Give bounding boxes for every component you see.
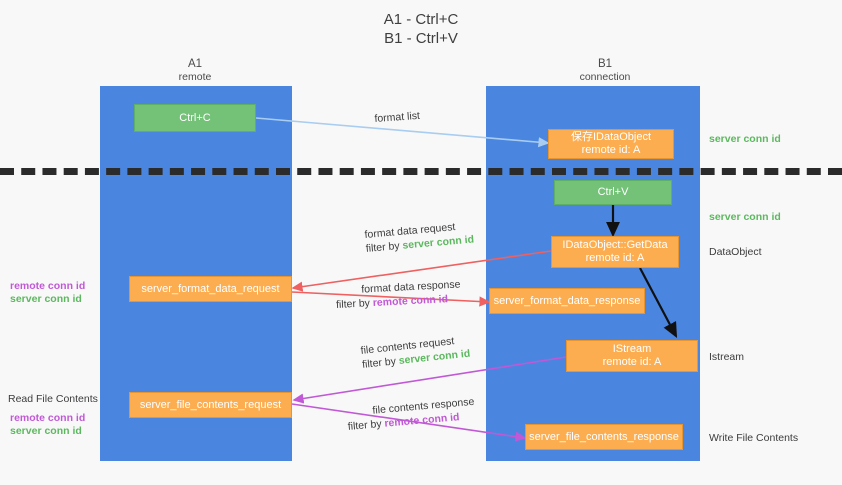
node-istream-line2: remote id: A	[602, 356, 662, 368]
note-write-file-contents: Write File Contents	[709, 432, 799, 444]
note-remote-conn-id-lower: remote conn id	[10, 412, 86, 424]
node-server-format-data-request-label: server_format_data_request	[141, 282, 280, 295]
node-server-file-contents-response[interactable]: server_file_contents_response	[525, 424, 683, 450]
note-remote-conn-id-upper: remote conn id	[10, 280, 86, 292]
node-ctrl-v-label: Ctrl+V	[597, 186, 629, 198]
node-server-format-data-request[interactable]: server_format_data_request	[129, 276, 292, 302]
edge-label-format-list-text: format list	[374, 109, 421, 125]
edge-label-file-contents-request-prefix: filter by	[361, 355, 400, 371]
node-ctrl-c[interactable]: Ctrl+C	[134, 104, 256, 132]
edge-label-file-contents-request: file contents request filter by server c…	[360, 333, 471, 372]
edge-label-format-data-response: format data response filter by remote co…	[335, 277, 462, 312]
column-header-a1-sub: remote	[178, 71, 212, 83]
edge-label-file-contents-response: file contents response filter by remote …	[346, 395, 476, 434]
edge-label-file-contents-response-prefix: filter by	[347, 417, 385, 433]
note-istream: Istream	[709, 351, 745, 363]
node-istream-line1: IStream	[612, 343, 652, 355]
node-server-format-data-response[interactable]: server_format_data_response	[489, 288, 645, 314]
node-idataobject-getdata-line1: IDataObject::GetData	[562, 239, 668, 251]
node-save-idataobject-line1: 保存IDataObject	[570, 131, 652, 143]
column-header-b1-sub: connection	[579, 71, 631, 83]
note-read-file-contents: Read File Contents	[8, 393, 98, 405]
node-idataobject-getdata[interactable]: IDataObject::GetData remote id: A	[551, 236, 679, 268]
node-istream[interactable]: IStream remote id: A	[566, 340, 698, 372]
node-server-file-contents-request[interactable]: server_file_contents_request	[129, 392, 292, 418]
node-save-idataobject-line2: remote id: A	[581, 144, 641, 156]
edge-label-format-data-request: format data request filter by server con…	[364, 219, 475, 256]
note-dataobject: DataObject	[709, 246, 762, 258]
note-server-conn-id-upper: server conn id	[10, 293, 82, 305]
node-ctrl-c-label: Ctrl+C	[179, 111, 211, 124]
phase-divider	[0, 168, 842, 175]
column-header-b1-name: B1	[597, 58, 613, 70]
note-server-conn-id-top: server conn id	[709, 133, 781, 145]
edge-label-format-data-response-prefix: filter by	[335, 297, 374, 311]
note-server-conn-id-mid: server conn id	[709, 211, 781, 223]
edge-label-format-data-request-prefix: filter by	[365, 239, 403, 255]
node-save-idataobject[interactable]: 保存IDataObject remote id: A	[548, 129, 674, 159]
column-header-b1: B1 connection	[540, 58, 670, 84]
column-header-a1: A1 remote	[130, 58, 260, 84]
node-server-file-contents-request-label: server_file_contents_request	[139, 398, 282, 411]
node-idataobject-getdata-line2: remote id: A	[585, 252, 645, 264]
column-header-a1-name: A1	[187, 58, 203, 70]
edge-label-format-data-response-line2: filter by remote conn id	[336, 291, 462, 312]
edge-label-format-data-response-highlight: remote conn id	[372, 293, 449, 310]
node-server-format-data-response-label: server_format_data_response	[493, 294, 641, 307]
page-title: A1 - Ctrl+C B1 - Ctrl+V	[383, 11, 459, 47]
node-ctrl-v[interactable]: Ctrl+V	[554, 180, 672, 205]
node-server-file-contents-response-label: server_file_contents_response	[529, 430, 679, 443]
note-server-conn-id-lower: server conn id	[10, 425, 82, 437]
edge-label-format-list: format list	[374, 109, 420, 126]
